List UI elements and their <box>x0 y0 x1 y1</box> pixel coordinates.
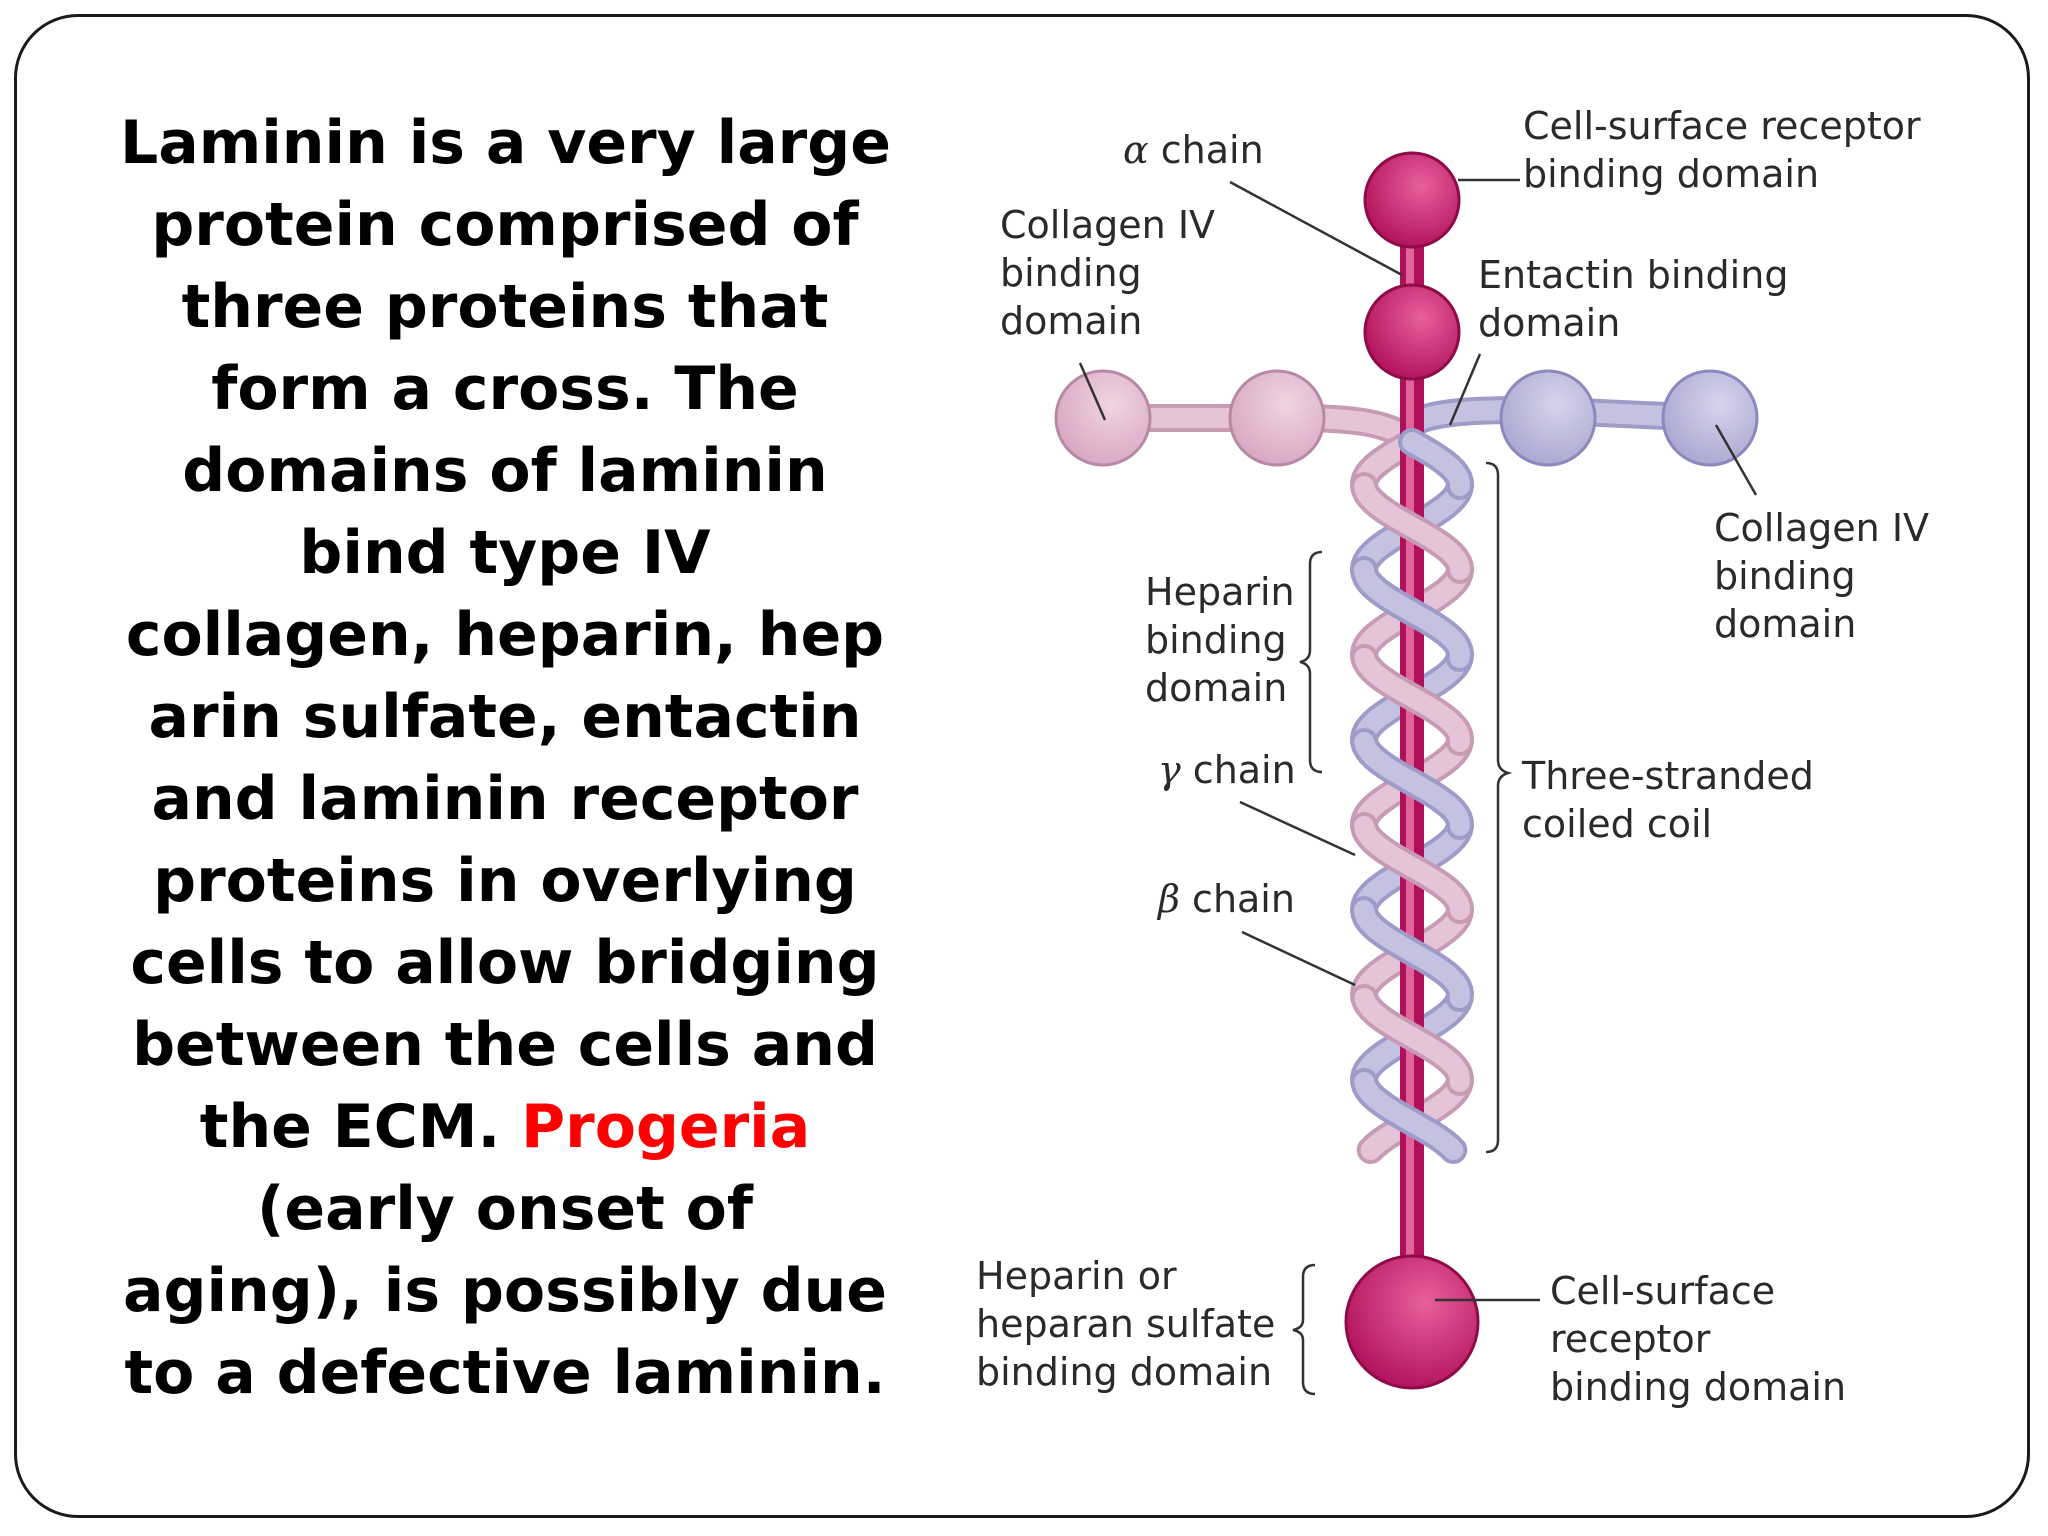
gamma-collagen-domain-inner <box>1499 369 1597 467</box>
brace-heparan <box>1292 1263 1316 1396</box>
text-line: bind type IV <box>299 518 711 588</box>
label-collagen-right: Collagen IV binding domain <box>1714 506 1941 646</box>
beta-strand <box>1354 648 1470 752</box>
alpha-entactin-domain <box>1363 283 1461 381</box>
beta-strand <box>1354 476 1470 580</box>
gamma-strand <box>1354 900 1471 1008</box>
beta-collagen-domain-inner <box>1228 369 1326 467</box>
alpha-symbol: α <box>1123 128 1149 172</box>
gamma-collagen-domain-outer <box>1661 369 1759 467</box>
leader-collagen-right <box>1714 424 1758 496</box>
gamma-strand <box>1354 732 1470 836</box>
label-top-receptor: Cell-surface receptor binding domain <box>1523 104 1933 196</box>
text-line: and laminin receptor <box>151 764 859 834</box>
description-text: Laminin is a very large protein comprise… <box>120 102 891 1414</box>
slide-frame <box>14 14 2030 1518</box>
coil-front-strand <box>1350 428 1475 1164</box>
brace-heparin <box>1299 550 1323 774</box>
text-line: (early onset of <box>257 1174 753 1244</box>
progeria-highlight: Progeria <box>521 1092 811 1162</box>
text-line: form a cross. The <box>211 354 799 424</box>
text-line: Laminin is a very large <box>120 108 891 178</box>
text-line: collagen, heparin, hep <box>125 600 885 670</box>
label-coil: Three-stranded coiled coil <box>1521 754 1826 846</box>
beta-chain-word: chain <box>1180 877 1295 921</box>
beta-strand <box>1354 816 1470 920</box>
label-collagen-left: Collagen IV binding domain <box>1000 203 1227 343</box>
gamma-strand <box>1354 1072 1464 1160</box>
label-heparin: Heparin binding domain <box>1145 570 1307 710</box>
laminin-diagram: α chain Cell-surface receptor binding do… <box>976 104 1941 1409</box>
text-line: three proteins that <box>181 272 829 342</box>
alpha-bottom-domain <box>1344 1254 1480 1390</box>
alpha-chain-word: chain <box>1149 128 1264 172</box>
text-line: to a defective laminin. <box>124 1338 886 1408</box>
text-line: aging), is possibly due <box>123 1256 887 1326</box>
text-line: between the cells and <box>132 1010 878 1080</box>
leader-beta <box>1241 930 1356 987</box>
label-beta-chain: β chain <box>1156 877 1295 921</box>
beta-symbol: β <box>1156 877 1180 921</box>
gamma-strand <box>1354 560 1471 668</box>
gamma-symbol: γ <box>1158 748 1181 792</box>
label-heparan: Heparin or heparan sulfate binding domai… <box>976 1254 1287 1394</box>
label-bottom-receptor: Cell-surface receptor binding domain <box>1550 1269 1846 1409</box>
ecm-prefix: the ECM. <box>199 1092 522 1162</box>
label-gamma-chain: γ chain <box>1158 748 1296 792</box>
text-line: domains of laminin <box>182 436 828 506</box>
leader-gamma <box>1239 800 1356 857</box>
brace-coil <box>1485 461 1513 1154</box>
gamma-chain-word: chain <box>1181 748 1296 792</box>
label-alpha-chain: α chain <box>1123 128 1264 172</box>
beta-strand <box>1354 988 1470 1092</box>
alpha-top-domain <box>1363 151 1461 249</box>
text-line: cells to allow bridging <box>130 928 880 998</box>
leader-collagen-left <box>1078 362 1107 421</box>
label-entactin: Entactin binding domain <box>1478 253 1801 345</box>
text-line-ecm: the ECM. Progeria <box>120 1086 890 1168</box>
leader-alpha <box>1229 180 1403 277</box>
leader-entactin <box>1448 353 1482 426</box>
text-line: protein comprised of <box>151 190 859 260</box>
text-line: arin sulfate, entactin <box>148 682 862 752</box>
text-line: proteins in overlying <box>153 846 857 916</box>
gamma-strand <box>1402 432 1470 496</box>
